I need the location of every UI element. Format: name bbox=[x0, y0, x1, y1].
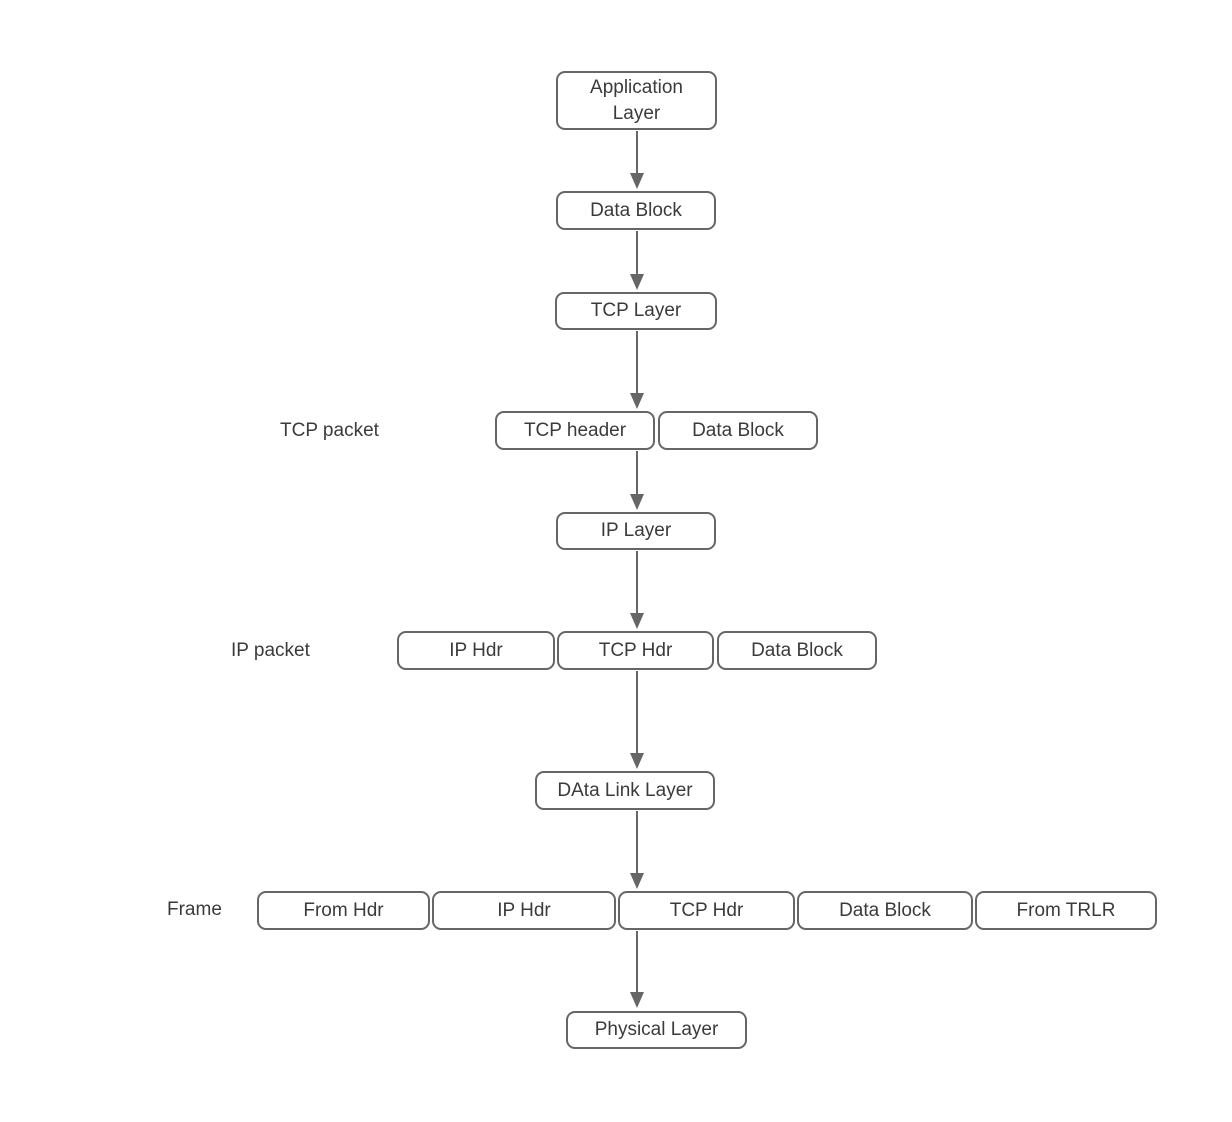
arrow-head-icon bbox=[630, 613, 644, 629]
cell-ip-hdr: IP Hdr bbox=[397, 631, 555, 670]
cell-from-hdr: From Hdr bbox=[257, 891, 430, 930]
label-tcp-packet: TCP packet bbox=[280, 420, 379, 441]
label-frame: Frame bbox=[167, 899, 222, 920]
arrow-line bbox=[636, 551, 638, 617]
arrow-iplayer-to-ippacket bbox=[630, 551, 644, 629]
arrow-head-icon bbox=[630, 873, 644, 889]
arrow-line bbox=[636, 811, 638, 877]
cell-data-block: Data Block bbox=[717, 631, 877, 670]
node-data-link-layer: DAta Link Layer bbox=[535, 771, 715, 810]
arrow-head-icon bbox=[630, 274, 644, 290]
arrow-line bbox=[636, 331, 638, 397]
arrow-line bbox=[636, 131, 638, 177]
cell-data-block: Data Block bbox=[797, 891, 973, 930]
arrow-line bbox=[636, 231, 638, 278]
node-physical-layer: Physical Layer bbox=[566, 1011, 747, 1049]
arrow-ippacket-to-datalink bbox=[630, 671, 644, 769]
label-ip-packet: IP packet bbox=[231, 640, 310, 661]
arrow-tcppacket-to-iplayer bbox=[630, 451, 644, 510]
arrow-datablock-to-tcplayer bbox=[630, 231, 644, 290]
node-ip-layer: IP Layer bbox=[556, 512, 716, 550]
arrow-application-to-datablock bbox=[630, 131, 644, 189]
arrow-head-icon bbox=[630, 173, 644, 189]
arrow-frame-to-physical bbox=[630, 931, 644, 1008]
arrow-tcplayer-to-tcppacket bbox=[630, 331, 644, 409]
node-tcp-layer: TCP Layer bbox=[555, 292, 717, 330]
cell-tcp-hdr: TCP Hdr bbox=[557, 631, 714, 670]
cell-tcp-header: TCP header bbox=[495, 411, 655, 450]
arrow-line bbox=[636, 451, 638, 498]
cell-data-block: Data Block bbox=[658, 411, 818, 450]
arrow-line bbox=[636, 931, 638, 996]
arrow-head-icon bbox=[630, 753, 644, 769]
cell-ip-hdr: IP Hdr bbox=[432, 891, 616, 930]
arrow-head-icon bbox=[630, 992, 644, 1008]
arrow-head-icon bbox=[630, 393, 644, 409]
cell-from-trlr: From TRLR bbox=[975, 891, 1157, 930]
cell-tcp-hdr: TCP Hdr bbox=[618, 891, 795, 930]
arrow-head-icon bbox=[630, 494, 644, 510]
node-data-block: Data Block bbox=[556, 191, 716, 230]
arrow-line bbox=[636, 671, 638, 757]
arrow-datalink-to-frame bbox=[630, 811, 644, 889]
node-application-layer: Application Layer bbox=[556, 71, 717, 130]
